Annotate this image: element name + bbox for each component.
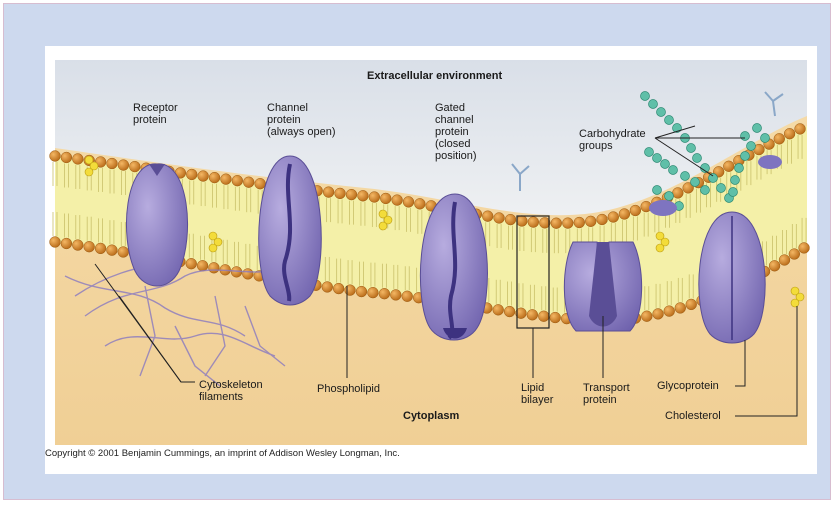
phospholipid-head [795,124,806,135]
phospholipid-head [129,161,140,172]
phospholipid-head [197,260,208,271]
phospholipid-head [504,306,515,317]
phospholipid-head [186,169,197,180]
phospholipid-head [358,190,369,201]
phospholipid-head [392,195,403,206]
glycoprotein [699,212,765,343]
phospholipid-head [789,249,800,260]
phospholipid-head [243,177,254,188]
phospholipid-head [675,303,686,314]
phospholipid-head [641,311,652,322]
phospholipid-head [209,172,220,183]
phospholipid-head [402,291,413,302]
phospholipid-head [403,196,414,207]
phospholipid-head [574,217,585,228]
phospholipid-head [84,241,95,252]
carbohydrate-groups-label: Carbohydrate groups [579,128,646,152]
phospholipid-head [335,188,346,199]
phospholipid-head [107,158,118,169]
phospholipid-head [323,187,334,198]
phospholipid-head [368,287,379,298]
phospholipid-label: Phospholipid [317,383,380,395]
phospholipid-head [118,160,129,171]
phospholipid-head [61,152,72,163]
phospholipid-head [562,218,573,229]
phospholipid-head [346,189,357,200]
phospholipid-head [494,213,505,224]
phospholipid-head [369,192,380,203]
phospholipid-head [653,308,664,319]
cytoskeleton-label: Cytoskeleton filaments [199,379,263,403]
phospholipid-head [493,304,504,315]
phospholipid-head [414,198,425,209]
phospholipid-head [779,255,790,266]
phospholipid-head [551,218,562,229]
cell-membrane-figure: Extracellular environment Receptor prote… [45,46,817,474]
phospholipid-head [95,243,106,254]
phospholipid-head [527,309,538,320]
phospholipid-head [664,306,675,317]
phospholipid-head [221,174,232,185]
phospholipid-head [72,240,83,251]
phospholipid-head [255,178,266,189]
phospholipid-head [356,286,367,297]
phospholipid-head [505,214,516,225]
receptor-protein [126,164,187,286]
transport-protein-label: Transport protein [583,382,630,406]
gated-channel-label: Gated channel protein (closed position) [435,102,477,162]
phospholipid-head [232,175,243,186]
receptor-protein-label: Receptor protein [133,102,178,126]
channel-protein-label: Channel protein (always open) [267,102,335,138]
phospholipid-head [585,216,596,227]
phospholipid-head [50,151,61,162]
phospholipid-head [50,237,61,248]
cholesterol-label: Cholesterol [665,410,721,422]
channel-protein [259,156,322,305]
phospholipid-head [619,209,630,220]
phospholipid-head [774,133,785,144]
phospholipid-head [186,258,197,269]
slide-background: Extracellular environment Receptor prote… [3,3,831,500]
phospholipid-head [482,211,493,222]
phospholipid-head [597,214,608,225]
phospholipid-head [723,161,734,172]
phospholipid-head [61,238,72,249]
phospholipid-head [528,217,539,228]
phospholipid-head [107,245,118,256]
phospholipid-head [209,262,220,273]
extracellular-label: Extracellular environment [367,70,502,82]
cytoplasm-label: Cytoplasm [403,410,459,422]
phospholipid-head [608,212,619,223]
phospholipid-head [345,285,356,296]
phospholipid-head [72,154,83,165]
phospholipid-head [390,290,401,301]
phospholipid-head [784,128,795,139]
lipid-bilayer-label: Lipid bilayer [521,382,553,406]
copyright-text: Copyright © 2001 Benjamin Cummings, an i… [45,448,400,459]
phospholipid-head [380,193,391,204]
phospholipid-head [538,311,549,322]
phospholipid-head [322,282,333,293]
phospholipid-head [118,247,129,258]
phospholipid-head [198,171,209,182]
phospholipid-head [686,299,697,310]
phospholipid-head [630,205,641,216]
phospholipid-head [333,283,344,294]
phospholipid-head [242,268,253,279]
phospholipid-head [516,216,527,227]
glycoprotein-label: Glycoprotein [657,380,719,392]
gated-channel-protein [420,194,487,340]
phospholipid-head [550,312,561,323]
phospholipid-head [672,188,683,199]
phospholipid-head [769,260,780,271]
phospholipid-head [799,242,810,253]
phospholipid-head [379,288,390,299]
